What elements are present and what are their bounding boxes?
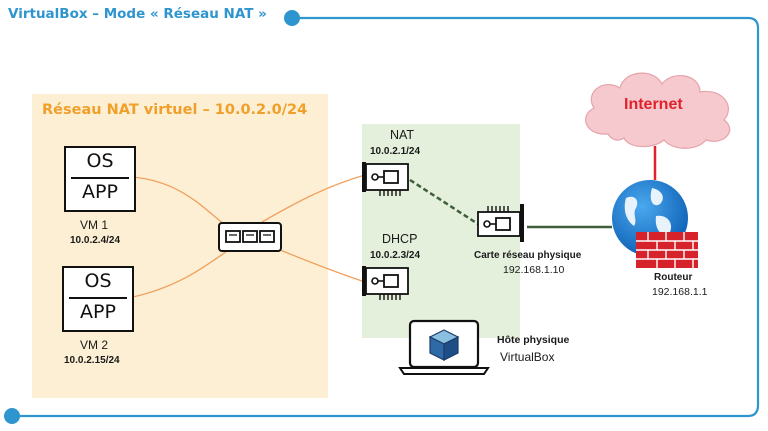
nat-service-name: NAT: [390, 128, 415, 142]
vm2-name: VM 2: [80, 338, 109, 352]
internet-label: Internet: [624, 96, 683, 113]
vm1-name: VM 1: [80, 218, 109, 232]
physical-nic-icon: [477, 204, 524, 242]
vm2-app-label: APP: [80, 301, 116, 323]
nat-network-area: [32, 94, 328, 398]
diagram-title: VirtualBox – Mode « Réseau NAT »: [8, 6, 267, 22]
dhcp-service-name: DHCP: [382, 232, 418, 246]
link-nat-nic-dashed: [409, 178, 479, 226]
vm1-divider: [71, 177, 129, 179]
vm1-app-label: APP: [82, 181, 118, 203]
outer-frame-line: [12, 16, 760, 418]
frame-end-dot: [4, 408, 20, 424]
physical-nic-name: Carte réseau physique: [474, 250, 582, 261]
vm1-ip: 10.0.2.4/24: [70, 235, 121, 246]
nat-network-label: Réseau NAT virtuel – 10.0.2.0/24: [42, 102, 308, 118]
physical-nic-ip: 192.168.1.10: [503, 264, 565, 276]
nat-service-ip: 10.0.2.1/24: [370, 146, 421, 157]
nat-network-card-icon: [362, 162, 409, 196]
vm2-divider: [69, 297, 127, 299]
laptop-host-icon: [398, 319, 490, 375]
host-name: Hôte physique: [497, 334, 570, 346]
firewall-icon: [636, 232, 698, 268]
vm2-os-label: OS: [84, 270, 112, 292]
internet-cloud-icon: [585, 72, 731, 149]
host-software: VirtualBox: [500, 350, 555, 364]
router-name: Routeur: [654, 272, 693, 283]
vm1-box: OS APP: [64, 146, 136, 212]
vm1-os-label: OS: [86, 150, 114, 172]
link-switch-dhcp: [279, 249, 366, 283]
link-vm1-switch: [132, 176, 226, 226]
frame-start-dot: [284, 10, 300, 26]
virtual-switch-icon: [218, 222, 282, 252]
vm2-box: OS APP: [62, 266, 134, 332]
link-switch-nat: [261, 174, 366, 223]
router-ip: 192.168.1.1: [652, 286, 708, 298]
dhcp-service-ip: 10.0.2.3/24: [370, 250, 421, 261]
vm2-ip: 10.0.2.15/24: [64, 355, 120, 366]
dhcp-network-card-icon: [362, 266, 409, 300]
